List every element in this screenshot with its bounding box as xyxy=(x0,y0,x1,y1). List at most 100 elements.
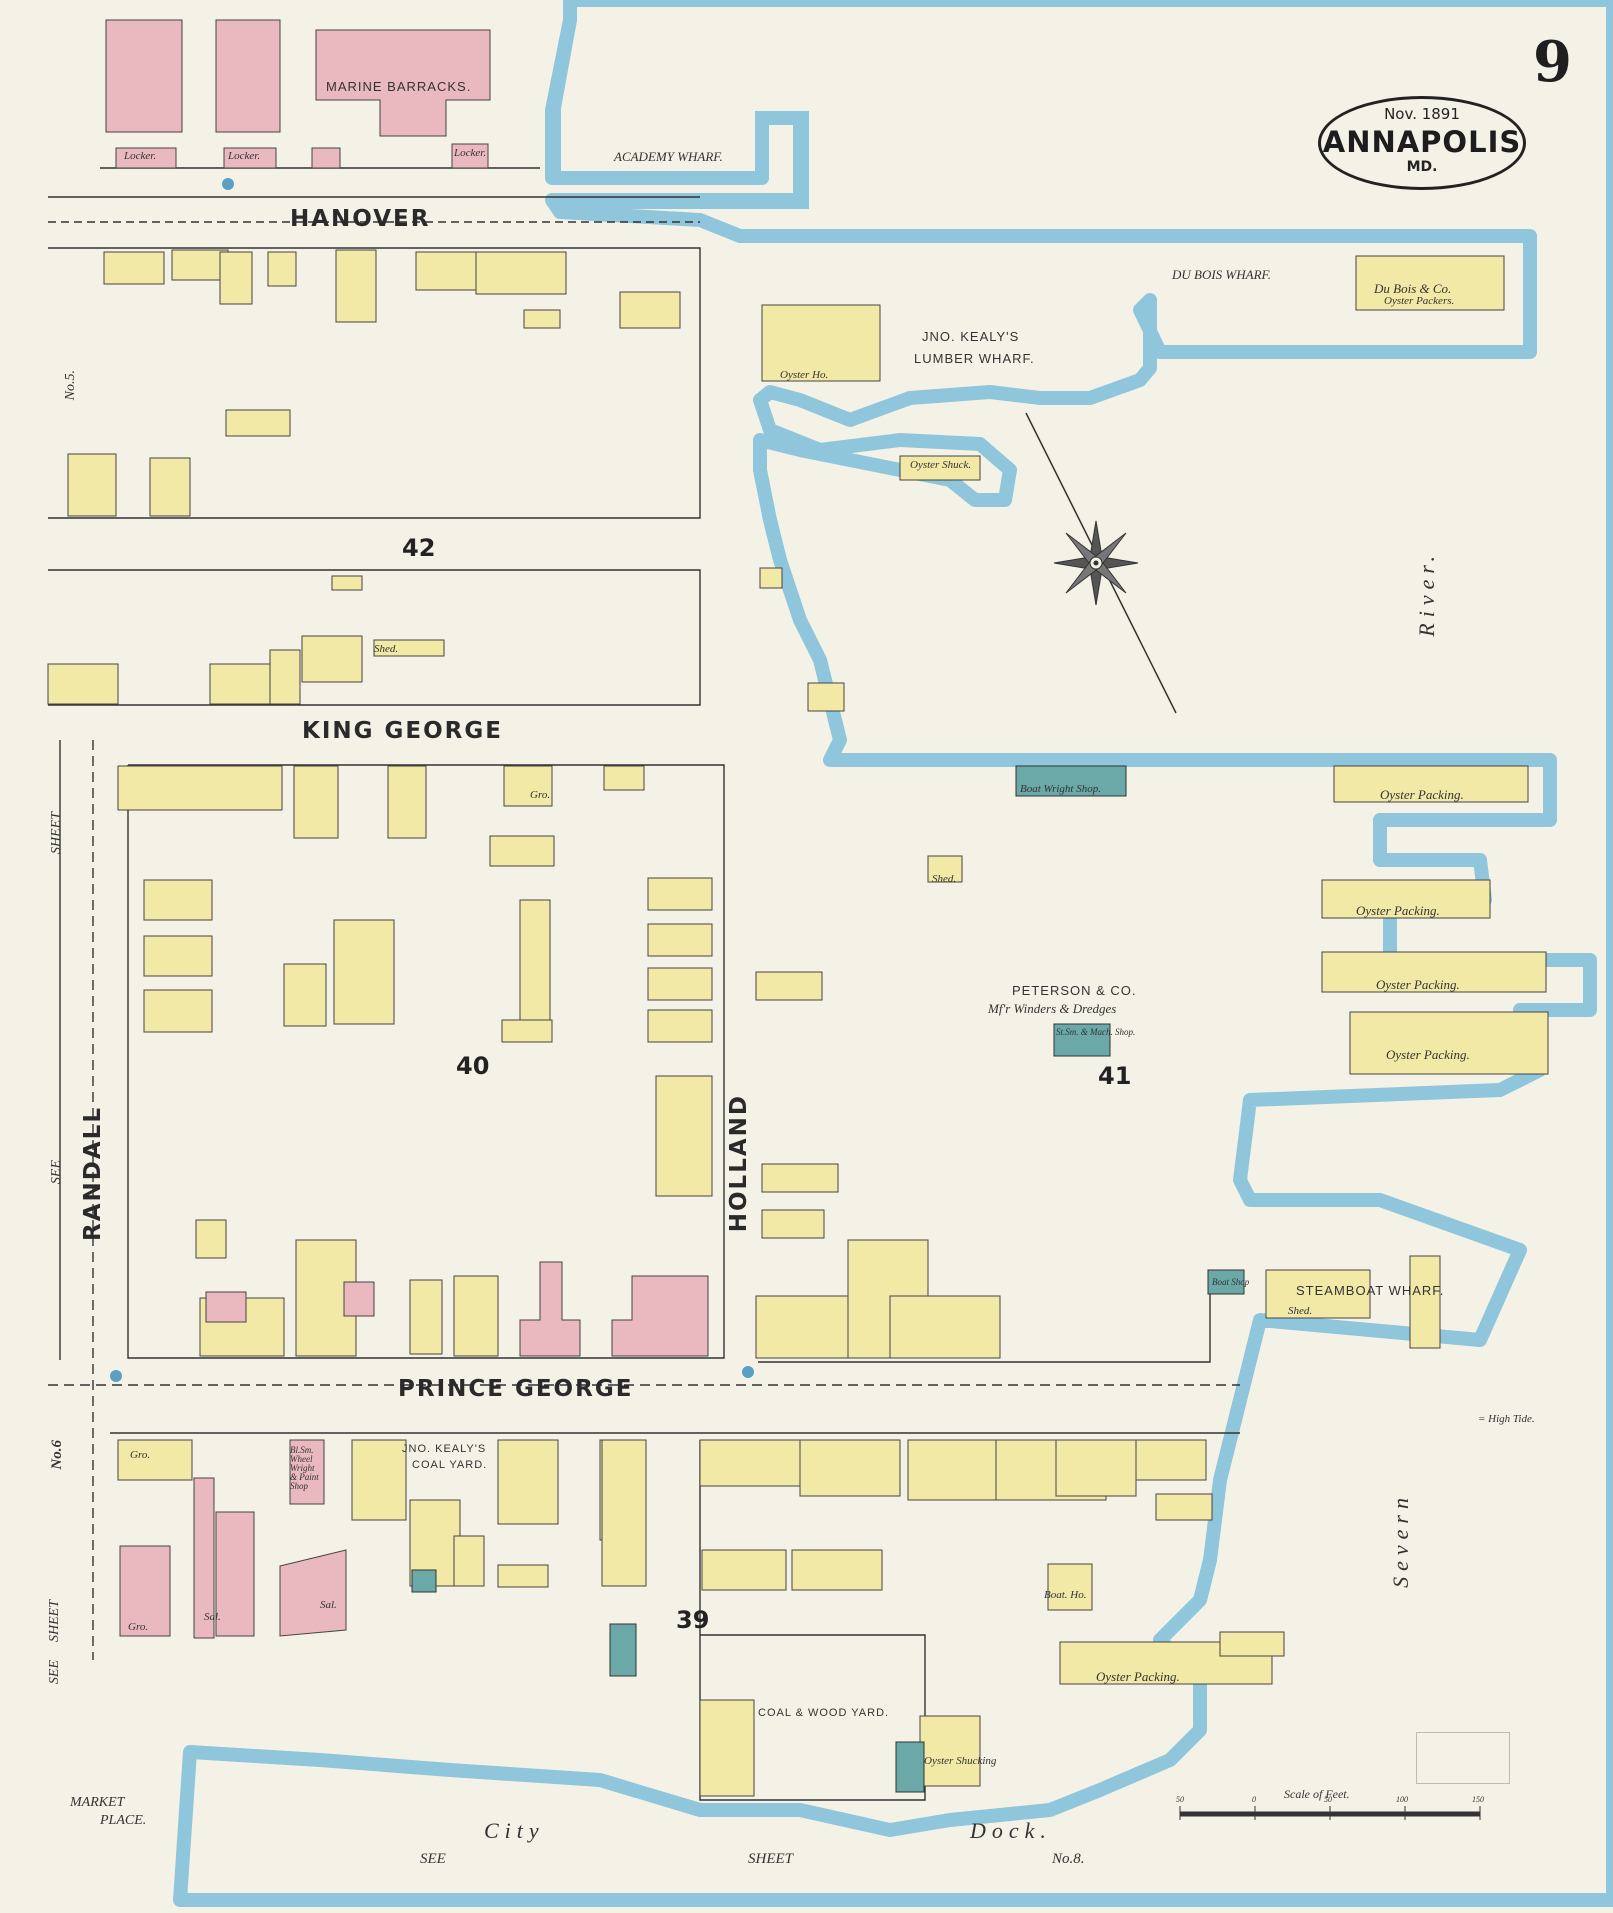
building xyxy=(699,1699,755,1797)
building xyxy=(415,251,477,291)
block-41-outline xyxy=(758,1290,1211,1363)
dock-label: Dock. xyxy=(970,1818,1052,1843)
building xyxy=(1219,1631,1285,1657)
building xyxy=(927,855,963,883)
locker-label: Locker. xyxy=(124,150,157,162)
sheet-ref-see-bottom: SEE xyxy=(420,1851,446,1867)
oyster-packing-label: Oyster Packing. xyxy=(1380,787,1464,802)
hydrant xyxy=(110,1370,122,1382)
building xyxy=(755,971,823,1001)
oyster-packing-label: Oyster Packing. xyxy=(1356,903,1440,918)
building xyxy=(143,935,213,977)
severn-label: Severn xyxy=(1388,1492,1413,1588)
oyster-shucking-label: Oyster Shucking xyxy=(924,1755,997,1767)
steamboat-wharf-label: STEAMBOAT WHARF. xyxy=(1296,1283,1445,1298)
building xyxy=(311,147,341,169)
building xyxy=(1333,765,1529,803)
building xyxy=(701,1549,787,1591)
building xyxy=(1055,1439,1137,1497)
building xyxy=(489,835,555,867)
oyster-packing-label: Oyster Packing. xyxy=(1096,1669,1180,1684)
street-prince-george: PRINCE GEORGE xyxy=(398,1376,634,1402)
building xyxy=(47,663,119,705)
kealy-wharf-label-2: LUMBER WHARF. xyxy=(914,351,1035,366)
building xyxy=(267,251,297,287)
street-king-george: KING GEORGE xyxy=(302,718,503,744)
oyster-shuck-label: Oyster Shuck. xyxy=(910,459,972,471)
building xyxy=(225,409,291,437)
building xyxy=(269,649,301,705)
building xyxy=(67,453,117,517)
du-bois-co-label: Du Bois & Co. xyxy=(1374,281,1452,296)
grocery-label: Gro. xyxy=(530,789,551,801)
boat-shop-label: Boat Shop xyxy=(1212,1277,1250,1287)
building xyxy=(755,1295,849,1359)
library-stamp xyxy=(1416,1732,1510,1784)
scale-title: Scale of Feet. xyxy=(1284,1787,1350,1801)
high-tide-note: = High Tide. xyxy=(1478,1413,1535,1425)
scale-tick-label: 50 xyxy=(1176,1795,1184,1804)
wheelwright-label: Bl.Sm. Wheel Wright & Paint Shop xyxy=(290,1445,319,1491)
building xyxy=(301,635,363,683)
building xyxy=(209,663,271,705)
building xyxy=(497,1439,559,1525)
building xyxy=(453,1535,485,1587)
building xyxy=(761,1163,839,1193)
building xyxy=(519,1261,581,1357)
building xyxy=(193,1477,215,1639)
building xyxy=(497,1564,549,1588)
building xyxy=(611,1275,709,1357)
building xyxy=(899,455,981,481)
scale-bar xyxy=(1179,1806,1481,1820)
smithy xyxy=(609,1623,637,1677)
building xyxy=(907,1439,999,1501)
building xyxy=(1355,255,1505,311)
steam-mach-label: St.Sm. & Mach. Shop. xyxy=(1056,1027,1136,1037)
saloon-label: Sal. xyxy=(204,1611,221,1623)
market-place-label-1: MARKET xyxy=(70,1795,125,1810)
building xyxy=(143,989,213,1033)
building xyxy=(289,1439,325,1505)
sheet-ref-no8: No.8. xyxy=(1052,1851,1085,1867)
oyster-house-label: Oyster Ho. xyxy=(780,369,829,381)
city-dock-label: City xyxy=(484,1818,545,1843)
steam-mach-shop xyxy=(1053,1023,1111,1057)
water-fill xyxy=(551,19,809,209)
grocery-label: Gro. xyxy=(128,1621,149,1633)
building xyxy=(373,639,445,657)
building xyxy=(799,1439,901,1497)
building xyxy=(115,147,177,169)
harbor-water xyxy=(173,0,1613,1907)
market-place-label-2: PLACE. xyxy=(100,1813,147,1828)
block-number: 39 xyxy=(676,1606,710,1634)
block-number: 42 xyxy=(402,534,436,562)
building xyxy=(331,575,363,591)
building xyxy=(215,19,281,133)
map-date: Nov. 1891 xyxy=(1384,105,1460,123)
block-39-outline xyxy=(699,1440,926,1801)
sheet-ref-sheet: SHEET xyxy=(49,812,64,854)
building xyxy=(759,567,783,589)
compass-rose xyxy=(1025,412,1177,714)
building xyxy=(699,1439,801,1487)
hydrants xyxy=(110,178,754,1382)
boat-wright-shop xyxy=(1015,765,1127,797)
block-number: 41 xyxy=(1098,1062,1132,1090)
building xyxy=(205,1291,247,1323)
building xyxy=(223,147,277,169)
building xyxy=(451,143,489,169)
sheet-ref-see-lower: SEE xyxy=(47,1660,62,1685)
river-label: River. xyxy=(1414,550,1439,637)
street-hanover: HANOVER xyxy=(290,206,431,232)
building xyxy=(1265,1269,1371,1319)
building xyxy=(149,457,191,517)
building xyxy=(409,1279,443,1355)
building xyxy=(105,19,183,133)
building xyxy=(117,1439,193,1481)
block-42b-outline xyxy=(48,569,701,706)
coal-yard-label-1: JNO. KEALY'S xyxy=(402,1443,487,1455)
building xyxy=(293,765,339,839)
building xyxy=(1349,1011,1549,1075)
shoreline-north xyxy=(173,0,1613,1907)
